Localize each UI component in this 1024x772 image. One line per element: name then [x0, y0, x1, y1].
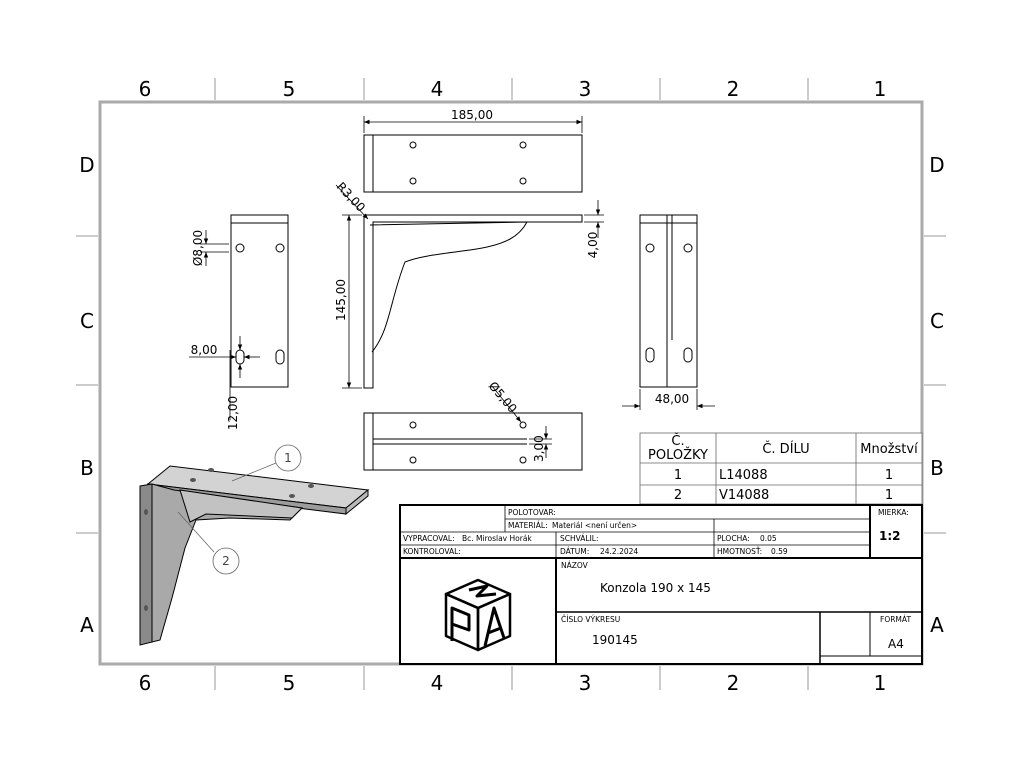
- col-label: 5: [283, 671, 296, 695]
- format-label: FORMÁT: [880, 615, 911, 624]
- col-label: 6: [139, 77, 152, 101]
- material-label: MATERIÁL:: [508, 521, 548, 530]
- vypracoval-label: VYPRACOVAL:: [403, 534, 455, 543]
- dim-width-top: [363, 116, 583, 133]
- title-block-text: POLOTOVAR: MATERIÁL: Materiál <není urče…: [403, 508, 911, 624]
- bom-row-qty: 1: [885, 488, 893, 503]
- zone-labels: 6 5 4 3 2 1 6 5 4 3 2 1 D C B A D C B A: [79, 77, 944, 695]
- dim-label: 145,00: [334, 279, 348, 321]
- dim-label: 12,00: [226, 396, 240, 430]
- row-label: B: [80, 456, 94, 480]
- isometric-view: [139, 465, 370, 646]
- top-view: [363, 134, 583, 193]
- hmotnost-label: HMOTNOSŤ:: [717, 547, 762, 556]
- row-label: D: [929, 153, 944, 177]
- cislo-value: 190145: [592, 633, 638, 647]
- dim-label: 48,00: [655, 392, 689, 406]
- polotovar-label: POLOTOVAR:: [508, 508, 556, 517]
- kontroloval-label: KONTROLOVAL:: [403, 547, 461, 556]
- nazov-label: NÁZOV: [561, 561, 589, 570]
- format-value: A4: [888, 637, 904, 651]
- dim-label: R3,00: [334, 179, 368, 214]
- row-label: A: [930, 613, 944, 637]
- col-label: 4: [431, 77, 444, 101]
- cislo-label: ČÍSLO VÝKRESU: [561, 615, 620, 624]
- col-label: 2: [727, 671, 740, 695]
- row-label: C: [80, 309, 94, 333]
- datum-label: DÁTUM:: [560, 547, 589, 556]
- dim-label: Ø5,00: [486, 379, 520, 416]
- bom-header-item-line1: Č.: [671, 433, 684, 449]
- row-label: D: [79, 153, 94, 177]
- mierka-label: MIERKA:: [878, 508, 909, 517]
- balloon-1: 1: [284, 451, 292, 465]
- col-label: 1: [874, 671, 887, 695]
- schvalil-label: SCHVÁLIL:: [560, 534, 599, 543]
- mierka-value: 1:2: [879, 529, 901, 543]
- front-view: [363, 214, 583, 389]
- dim-bottom: [491, 385, 552, 458]
- plocha-label: PLOCHA:: [717, 534, 750, 543]
- hmotnost-value: 0.59: [771, 547, 788, 556]
- col-label: 2: [727, 77, 740, 101]
- bom-row-part: V14088: [719, 488, 769, 503]
- col-label: 3: [579, 671, 592, 695]
- dim-height: [335, 184, 604, 389]
- col-label: 3: [579, 77, 592, 101]
- row-label: A: [80, 613, 94, 637]
- bom-row-qty: 1: [885, 468, 893, 483]
- bom-header-qty: Množství: [860, 442, 918, 457]
- vypracoval-value: Bc. Miroslav Horák: [462, 534, 532, 543]
- balloons: [177, 444, 302, 575]
- dim-label: 185,00: [451, 108, 493, 122]
- col-label: 1: [874, 77, 887, 101]
- right-view: [639, 214, 698, 388]
- row-label: B: [930, 456, 944, 480]
- bom-row-part: L14088: [719, 468, 768, 483]
- col-label: 6: [139, 671, 152, 695]
- dim-label: Ø8,00: [191, 230, 205, 266]
- bom-row-item: 1: [674, 468, 682, 483]
- balloon-2: 2: [222, 554, 230, 568]
- dim-left-holes: [189, 230, 260, 420]
- row-label: C: [930, 309, 944, 333]
- dim-label: 3,00: [532, 435, 546, 462]
- bom-header-item-line2: POLOŽKY: [648, 447, 708, 463]
- nazov-value: Konzola 190 x 145: [600, 581, 711, 595]
- left-view: [230, 214, 289, 388]
- bottom-view: [363, 412, 583, 471]
- material-value: Materiál <není určen>: [552, 521, 637, 530]
- dim-side-width: [622, 389, 715, 410]
- bom-header-part: Č. DÍLU: [762, 441, 809, 457]
- logo-icon: [444, 578, 512, 652]
- col-label: 5: [283, 77, 296, 101]
- col-label: 4: [431, 671, 444, 695]
- dim-label: 4,00: [586, 232, 600, 259]
- datum-value: 24.2.2024: [600, 547, 638, 556]
- dim-label: 8,00: [191, 343, 218, 357]
- bom-row-item: 2: [674, 488, 682, 503]
- plocha-value: 0.05: [760, 534, 777, 543]
